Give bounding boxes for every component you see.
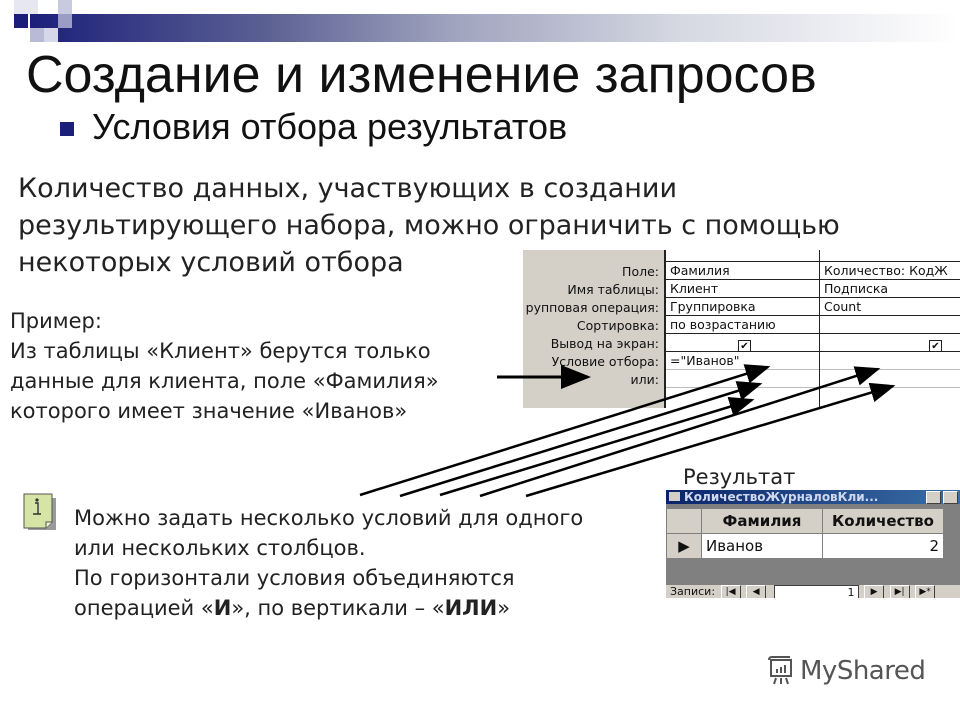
or-cell[interactable] [666, 370, 819, 388]
minimize-button[interactable] [926, 491, 941, 504]
header-gradient-bar [30, 14, 960, 42]
design-column-2: Количество: КодЖ Подписка Count ✔ [820, 250, 960, 408]
result-window-title: КоличествоЖурналовКли... [684, 490, 879, 504]
result-window: КоличествоЖурналовКли... Фамилия Количес… [666, 490, 960, 598]
record-navigator: Записи: |◀ ◀ 1 ▶ ▶| ▶* [666, 585, 960, 598]
slide-title: Создание и изменение запросов [26, 46, 817, 104]
sort-cell[interactable] [820, 316, 960, 334]
record-selector[interactable]: ▶ [666, 533, 702, 559]
row-label-group: рупповая операция: [525, 300, 659, 315]
decor-square [14, 0, 38, 14]
decor-square [14, 14, 28, 28]
note-text-part: операцией « [74, 596, 214, 620]
table-cell[interactable]: Клиент [666, 280, 819, 298]
example-line: данные для клиента, поле «Фамилия» [10, 369, 439, 393]
show-cell[interactable]: ✔ [666, 334, 819, 352]
example-line: Из таблицы «Клиент» берутся только [10, 339, 431, 363]
design-grid: Фамилия Клиент Группировка по возрастани… [664, 250, 960, 408]
window-controls [924, 491, 958, 507]
next-record-button[interactable]: ▶ [864, 585, 885, 598]
surname-cell[interactable]: Иванов [701, 533, 823, 559]
info-note-icon [23, 493, 56, 530]
row-label-sort: Сортировка: [576, 318, 659, 333]
show-checkbox[interactable]: ✔ [738, 340, 751, 351]
decor-square [58, 14, 72, 28]
result-window-titlebar[interactable]: КоличествоЖурналовКли... [666, 490, 960, 504]
note-text: Можно задать несколько условий для одног… [74, 503, 583, 623]
result-table: Фамилия Количество ▶ Иванов 2 [666, 508, 944, 559]
or-operator: ИЛИ [444, 596, 498, 620]
design-column-1: Фамилия Клиент Группировка по возрастани… [666, 250, 820, 408]
group-cell[interactable]: Count [820, 298, 960, 316]
record-number-input[interactable]: 1 [773, 585, 859, 598]
example-line: Пример: [10, 309, 102, 333]
new-record-button[interactable]: ▶* [915, 585, 936, 598]
example-text: Пример: Из таблицы «Клиент» берутся толь… [10, 306, 439, 426]
intro-line: некоторых условий отбора [18, 247, 404, 278]
prev-record-button[interactable]: ◀ [746, 585, 767, 598]
bullet-square [60, 122, 74, 136]
result-label: Результат [683, 465, 796, 489]
table-cell[interactable]: Подписка [820, 280, 960, 298]
column-selector[interactable] [666, 250, 819, 262]
or-cell[interactable] [820, 370, 960, 388]
field-cell[interactable]: Количество: КодЖ [820, 262, 960, 280]
note-text-part: », по вертикали – « [231, 596, 445, 620]
group-cell[interactable]: Группировка [666, 298, 819, 316]
criteria-cell[interactable] [820, 352, 960, 370]
show-checkbox[interactable]: ✔ [929, 340, 942, 351]
row-labels: Поле: Имя таблицы: рупповая операция: Со… [523, 263, 659, 389]
column-header-count[interactable]: Количество [822, 508, 944, 534]
row-label-table: Имя таблицы: [567, 282, 659, 297]
first-record-button[interactable]: |◀ [720, 585, 741, 598]
presentation-board-icon [768, 656, 792, 685]
row-label-field: Поле: [622, 264, 659, 279]
row-label-show: Вывод на экран: [550, 336, 659, 351]
table-row: ▶ Иванов 2 [666, 533, 944, 559]
field-cell[interactable]: Фамилия [666, 262, 819, 280]
and-operator: И [213, 596, 232, 620]
count-cell[interactable]: 2 [822, 533, 944, 559]
last-record-button[interactable]: ▶| [889, 585, 910, 598]
decor-square [44, 28, 58, 42]
note-text-part: » [497, 596, 511, 620]
note-line: Можно задать несколько условий для одног… [74, 506, 584, 530]
select-all-cell[interactable] [666, 508, 702, 534]
column-selector[interactable] [820, 250, 960, 262]
intro-text: Количество данных, участвующих в создани… [18, 170, 898, 281]
show-cell[interactable]: ✔ [820, 334, 960, 352]
note-line: или нескольких столбцов. [74, 536, 366, 560]
example-line: которого имеет значение «Иванов» [10, 399, 408, 423]
note-line: операцией «И», по вертикали – «ИЛИ» [74, 593, 583, 623]
records-label: Записи: [670, 585, 716, 598]
note-line: По горизонтали условия объединяются [74, 566, 515, 590]
intro-line: Количество данных, участвующих в создани… [18, 173, 678, 204]
decor-square [30, 28, 44, 42]
maximize-button[interactable] [943, 491, 958, 504]
slide-subtitle: Условия отбора результатов [92, 106, 568, 147]
sort-cell[interactable]: по возрастанию [666, 316, 819, 334]
decor-square [58, 0, 72, 14]
column-header-surname[interactable]: Фамилия [701, 508, 823, 534]
watermark-logo: MyShared [768, 656, 926, 686]
row-label-or: или: [630, 372, 659, 387]
watermark-text: MyShared [800, 656, 926, 686]
datasheet-icon [669, 492, 680, 501]
row-label-criteria: Условие отбора: [551, 354, 659, 369]
intro-line: результирующего набора, можно ограничить… [18, 210, 840, 241]
query-design-grid: Поле: Имя таблицы: рупповая операция: Со… [523, 250, 960, 408]
criteria-cell[interactable]: ="Иванов" [666, 352, 819, 370]
